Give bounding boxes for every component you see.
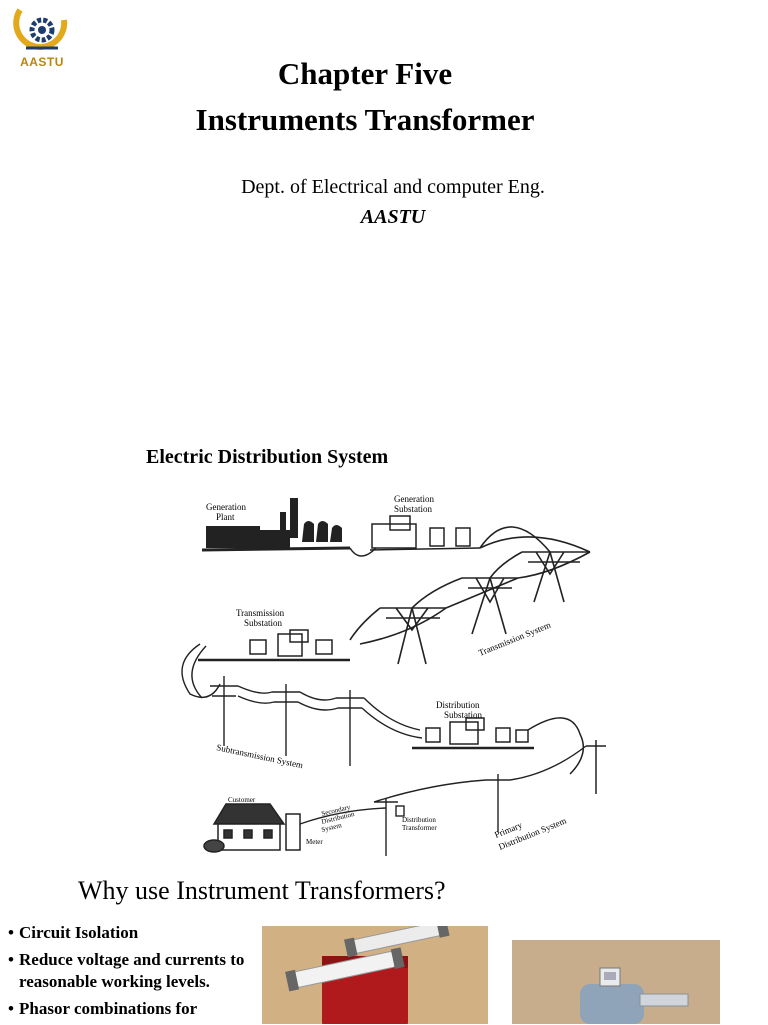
label-transmission-substation-2: Substation <box>244 618 283 628</box>
label-generation-substation-1: Generation <box>394 494 434 504</box>
distribution-substation <box>412 718 606 794</box>
label-generation-substation-2: Substation <box>394 504 433 514</box>
label-transmission-substation-1: Transmission <box>236 608 285 618</box>
bullet-circuit-isolation: Circuit Isolation <box>8 922 258 944</box>
chapter-title: Chapter Five <box>0 56 730 92</box>
label-distribution-transformer-2: Transformer <box>402 824 437 832</box>
distribution-system-diagram: Generation Plant Generation Substation T… <box>150 484 636 862</box>
bullet-reduce-voltage-current: Reduce voltage and currents to reasonabl… <box>8 949 258 993</box>
label-generation-plant-2: Plant <box>216 512 235 522</box>
label-meter: Meter <box>306 838 323 846</box>
label-customer: Customer <box>228 796 256 804</box>
customer-house <box>204 804 300 852</box>
instrument-transformer-photo <box>262 926 488 1024</box>
bullet-phasor-combinations: Phasor combinations for <box>8 998 258 1020</box>
label-distribution-substation-2: Substation <box>444 710 483 720</box>
label-subtransmission-system: Subtransmission System <box>216 742 304 770</box>
transmission-substation <box>198 630 350 660</box>
why-section-title: Why use Instrument Transformers? <box>78 876 446 906</box>
current-transformer-photo <box>512 940 720 1024</box>
label-distribution-transformer-1: Distribution <box>402 816 436 824</box>
generation-substation <box>350 516 480 556</box>
label-generation-plant-1: Generation <box>206 502 246 512</box>
primary-distribution <box>300 746 586 856</box>
distribution-section-title: Electric Distribution System <box>146 446 388 469</box>
organization-label: AASTU <box>0 206 768 229</box>
benefit-bullet-list: Circuit Isolation Reduce voltage and cur… <box>8 922 258 1025</box>
label-transmission-system: Transmission System <box>477 620 552 658</box>
department-label: Dept. of Electrical and computer Eng. <box>0 176 768 199</box>
label-distribution-substation-1: Distribution <box>436 700 480 710</box>
subject-title: Instruments Transformer <box>0 102 730 138</box>
